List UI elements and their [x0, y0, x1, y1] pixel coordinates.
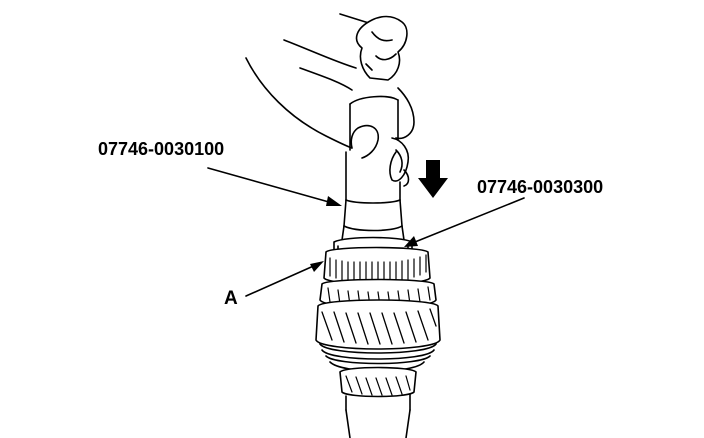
part-label-a: A [224, 288, 238, 309]
hammer-handle [339, 13, 408, 81]
leader-arrowhead [404, 236, 418, 247]
hand [245, 39, 415, 187]
driver-shaft [341, 95, 405, 241]
leader-arrowhead [326, 196, 342, 206]
leader-lines [207, 167, 525, 297]
gear-assembly [315, 246, 441, 438]
leader-arrowhead [310, 261, 324, 272]
down-arrow-icon [418, 160, 448, 198]
tool-label-driver: 07746-0030100 [98, 139, 225, 159]
tool-label-attachment: 07746-0030300 [477, 177, 604, 197]
